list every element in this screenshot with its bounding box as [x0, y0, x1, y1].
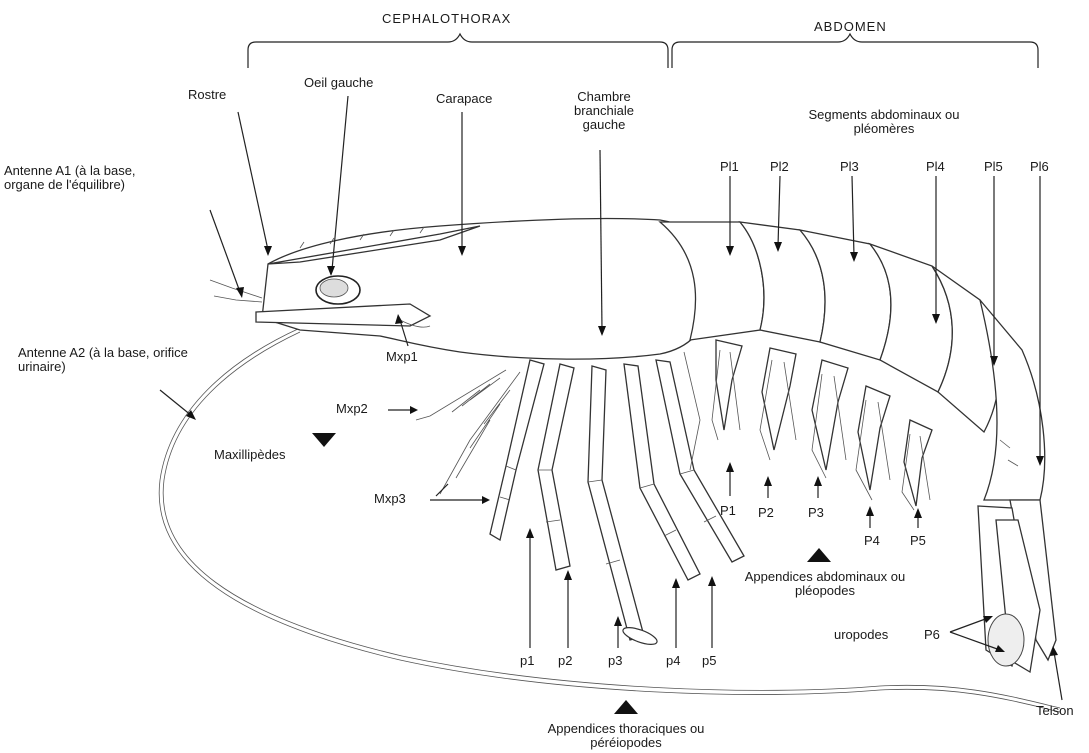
pereiopod-1: [490, 360, 544, 540]
pereiopodes-marker: [614, 700, 638, 714]
cephalothorax-bracket: [248, 34, 668, 68]
abdomen-label: ABDOMEN: [814, 20, 887, 34]
pleopodes-label: Appendices abdominaux ou pléopodes: [722, 570, 928, 598]
seg-label-pl4: Pl4: [926, 160, 945, 174]
seg-label-pl2: Pl2: [770, 160, 789, 174]
seg-label-pl5: Pl5: [984, 160, 1003, 174]
mxp1-label: Mxp1: [386, 350, 418, 364]
pereiopod-label-p3: p3: [608, 654, 622, 668]
seg-label-pl3: Pl3: [840, 160, 859, 174]
rostre-label: Rostre: [188, 88, 226, 102]
telson-label: Telson: [1036, 704, 1074, 718]
pereiopod-label-p5: p5: [702, 654, 716, 668]
antenne-a2-label: Antenne A2 (à la base, orifice urinaire): [18, 346, 214, 374]
pereiopod-label-p4: p4: [666, 654, 680, 668]
antenne-a1-label: Antenne A1 (à la base, organe de l'équil…: [4, 164, 162, 192]
carapace-label: Carapace: [436, 92, 492, 106]
cephalothorax-label: CEPHALOTHORAX: [382, 12, 511, 26]
mxp2-label: Mxp2: [336, 402, 368, 416]
uropodes-label: uropodes: [834, 628, 888, 642]
segments-title: Segments abdominaux ou pléomères: [796, 108, 972, 136]
pleopod-label-p1: P1: [720, 504, 736, 518]
oeil-label: Oeil gauche: [304, 76, 373, 90]
pleopodes-marker: [807, 548, 831, 562]
maxillipedes-label: Maxillipèdes: [214, 448, 286, 462]
pleopod-label-p3: P3: [808, 506, 824, 520]
mxp3-label: Mxp3: [374, 492, 406, 506]
pereiopod-label-p2: p2: [558, 654, 572, 668]
pleopod-label-p5: P5: [910, 534, 926, 548]
seg-label-pl6: Pl6: [1030, 160, 1049, 174]
chambre-label: Chambre branchiale gauche: [558, 90, 650, 132]
p6-label: P6: [924, 628, 940, 642]
pereiopod-label-p1: p1: [520, 654, 534, 668]
maxillipedes-marker: [312, 433, 336, 447]
pleopod-label-p4: P4: [864, 534, 880, 548]
abdomen-bracket: [672, 34, 1038, 68]
pleopod-label-p2: P2: [758, 506, 774, 520]
pereiopodes-label: Appendices thoraciques ou péréiopodes: [528, 722, 724, 750]
pereiopod-2: [538, 364, 574, 570]
seg-label-pl1: Pl1: [720, 160, 739, 174]
